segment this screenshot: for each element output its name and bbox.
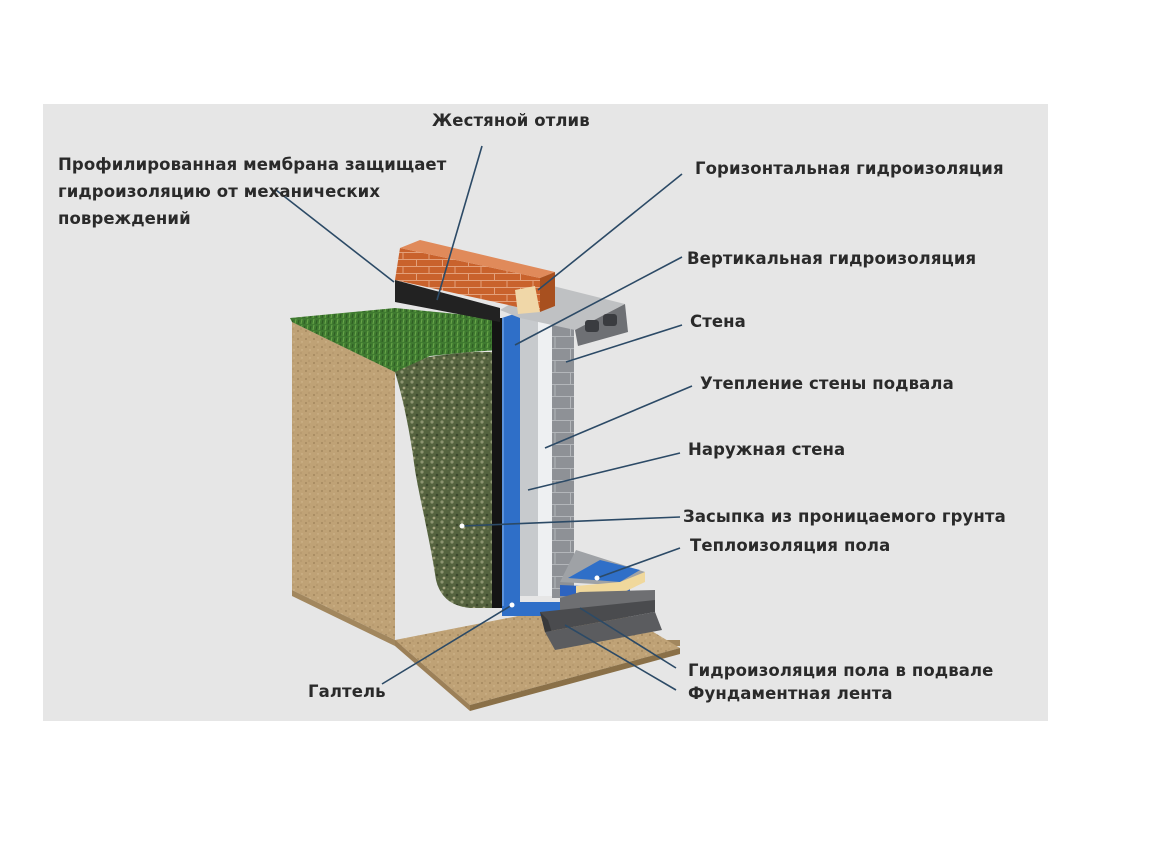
- leader-line: [527, 452, 681, 491]
- leader-line: [461, 516, 681, 527]
- label-permeable-backfill: Засыпка из проницаемого грунта: [683, 507, 1006, 526]
- label-vertical-waterproofing: Вертикальная гидроизоляция: [687, 249, 977, 268]
- block-wall: [552, 312, 574, 598]
- label-membrane-line-1: Профилированная мембрана защищает: [58, 155, 447, 174]
- label-fillet: Галтель: [308, 682, 386, 701]
- leader-line: [565, 324, 683, 363]
- label-horizontal-waterproofing: Горизонтальная гидроизоляция: [695, 159, 1004, 178]
- label-profiled-membrane: Профилированная мембрана защищает гидрои…: [58, 151, 446, 232]
- label-basement-floor-waterproofing: Гидроизоляция пола в подвале: [688, 661, 994, 680]
- leader-line: [596, 547, 681, 579]
- label-wall: Стена: [690, 312, 746, 331]
- tin-drip: [395, 280, 500, 322]
- leader-line: [579, 607, 677, 669]
- basement-floor-stack: [540, 550, 662, 650]
- vertical-waterproofing: [502, 312, 560, 616]
- label-foundation-strip: Фундаментная лента: [688, 684, 893, 703]
- leader-lines: [275, 145, 693, 691]
- gravel-backfill: [395, 352, 498, 608]
- brick-course: [395, 240, 555, 314]
- leader-line: [564, 624, 677, 691]
- leader-line: [436, 145, 483, 301]
- label-membrane-line-2: гидроизоляцию от механических: [58, 182, 381, 201]
- leader-line: [275, 189, 395, 283]
- label-tin-drip: Жестяной отлив: [432, 111, 590, 130]
- outer-wall-layer: [520, 316, 538, 596]
- leader-line: [514, 256, 683, 346]
- label-basement-wall-insulation: Утепление стены подвала: [700, 374, 954, 393]
- label-outer-wall: Наружная стена: [688, 440, 846, 459]
- label-membrane-line-3: повреждений: [58, 209, 191, 228]
- leader-line: [544, 385, 693, 449]
- label-floor-insulation: Теплоизоляция пола: [690, 536, 891, 555]
- leader-line: [381, 604, 513, 685]
- profiled-membrane: [492, 318, 502, 608]
- grass-surface: [290, 308, 498, 372]
- leader-line: [537, 173, 683, 291]
- insulation-layer: [538, 314, 552, 596]
